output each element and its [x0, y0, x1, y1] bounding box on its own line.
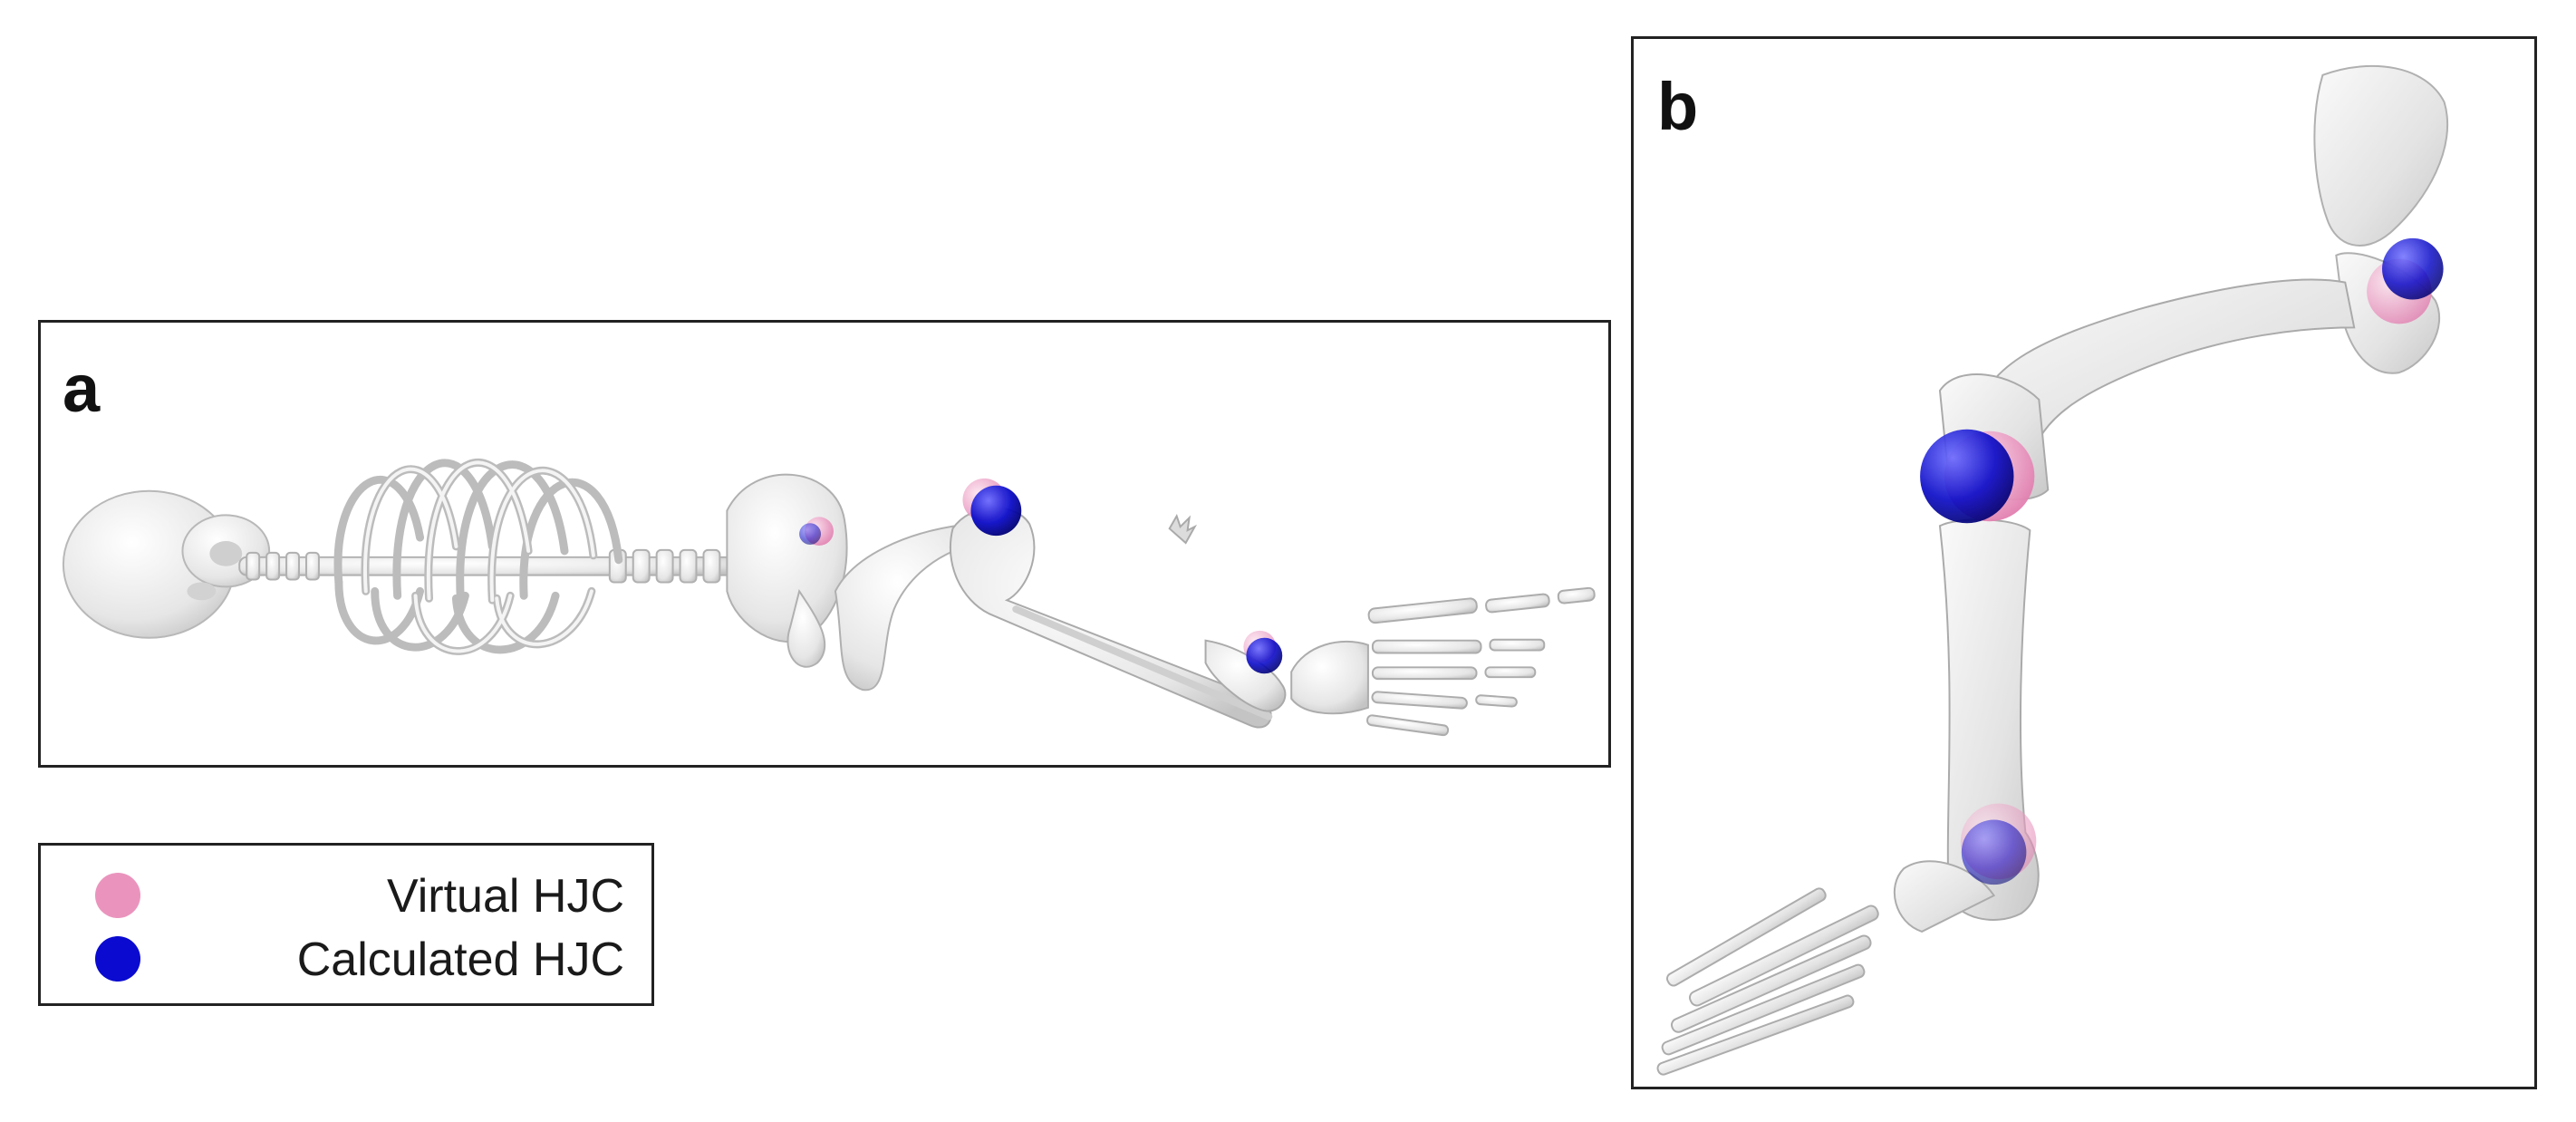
- tibia: [1168, 513, 1287, 712]
- foot-b: [1656, 860, 1996, 1076]
- panel-b: b: [1631, 36, 2537, 1089]
- virtual-hjc-swatch: [95, 873, 140, 918]
- panel-a: a: [38, 320, 1611, 768]
- leg-closeup-illustration: [1656, 64, 2449, 1076]
- calculated-hjc-swatch: [95, 936, 140, 982]
- panel-label-a: a: [63, 351, 101, 426]
- hjc-markers-a: [799, 478, 1283, 674]
- legend-label-virtual-hjc: Virtual HJC: [386, 870, 624, 923]
- hjc-markers-b: [1920, 237, 2444, 885]
- panel-label-b: b: [1657, 69, 1699, 144]
- femur-left: [834, 523, 992, 692]
- femur-right: [949, 507, 1273, 729]
- pelvis: [726, 473, 848, 668]
- legend-label-calculated-hjc: Calculated HJC: [296, 933, 624, 986]
- legend-item-calculated-hjc: Calculated HJC: [41, 929, 651, 992]
- legend: Virtual HJC Calculated HJC: [38, 843, 654, 1006]
- legend-item-virtual-hjc: Virtual HJC: [41, 866, 651, 929]
- foot: [1290, 586, 1596, 737]
- skull: [62, 489, 271, 639]
- skeleton-full-illustration: [62, 459, 1596, 737]
